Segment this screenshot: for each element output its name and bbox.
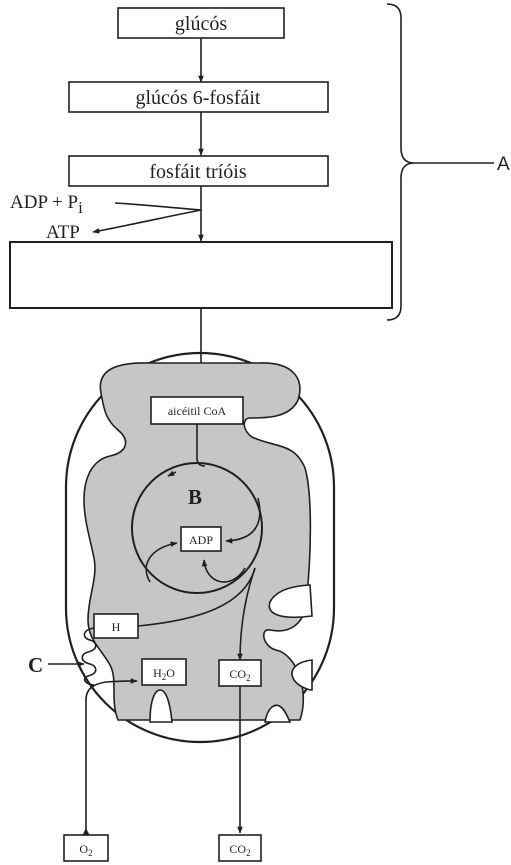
atp-label: ATP (46, 222, 80, 243)
blank-product-box (9, 241, 393, 309)
cycle-arrow-top (167, 470, 177, 477)
krebs-cycle (131, 462, 263, 594)
crista-wiggle (81, 627, 97, 686)
cycle-to-co2 (237, 567, 256, 661)
outer-membrane (64, 351, 336, 744)
o2-box (63, 834, 109, 862)
label-a: A (497, 154, 510, 175)
o2-inflow (85, 678, 138, 832)
adp-pi-label: ADP + Pi (10, 192, 83, 217)
glucose-6-phosphate-step: glúcós 6-fosfáit (68, 81, 329, 113)
o2-arrow-tail (82, 828, 90, 836)
label-c: C (28, 653, 43, 677)
inner-crista-notch-right (268, 584, 313, 618)
adp-label: ADP (189, 533, 213, 547)
acetyl-coa-label: aicéitil CoA (168, 404, 227, 418)
glucose-label: glúcós (175, 13, 227, 35)
h-box (93, 613, 139, 639)
co2-inner-box (218, 659, 262, 687)
label-b: B (188, 485, 202, 509)
adp-inflow-right (225, 497, 261, 544)
adp-inflow-left (145, 541, 178, 583)
cycle-to-h (137, 567, 256, 627)
acetyl-coa-box (150, 396, 244, 425)
inner-crista-notch-bottom-right (264, 704, 292, 723)
co2-outer-label: CO2 (229, 842, 250, 858)
inner-crista-notch-bottom (149, 689, 173, 723)
adp-pi-feed-line (114, 202, 202, 211)
triose-phosphate-step: fosfáit tríóis (68, 155, 329, 187)
h2o-box (141, 658, 187, 686)
glucose-6-phosphate-label: glúcós 6-fosfáit (136, 87, 261, 109)
h-label: H (112, 620, 121, 634)
glucose-step: glúcós (117, 7, 285, 39)
o2-label: O2 (79, 842, 92, 858)
atp-out-arrow (92, 209, 202, 234)
inner-crista-notch-right-lower (291, 659, 313, 691)
triose-phosphate-label: fosfáit tríóis (149, 161, 246, 183)
adp-box (180, 526, 222, 552)
co2-inner-label: CO2 (229, 667, 250, 683)
h2o-label: H2O (153, 666, 175, 682)
adp-loop-lower (201, 559, 246, 583)
co2-outer-box (218, 834, 262, 862)
